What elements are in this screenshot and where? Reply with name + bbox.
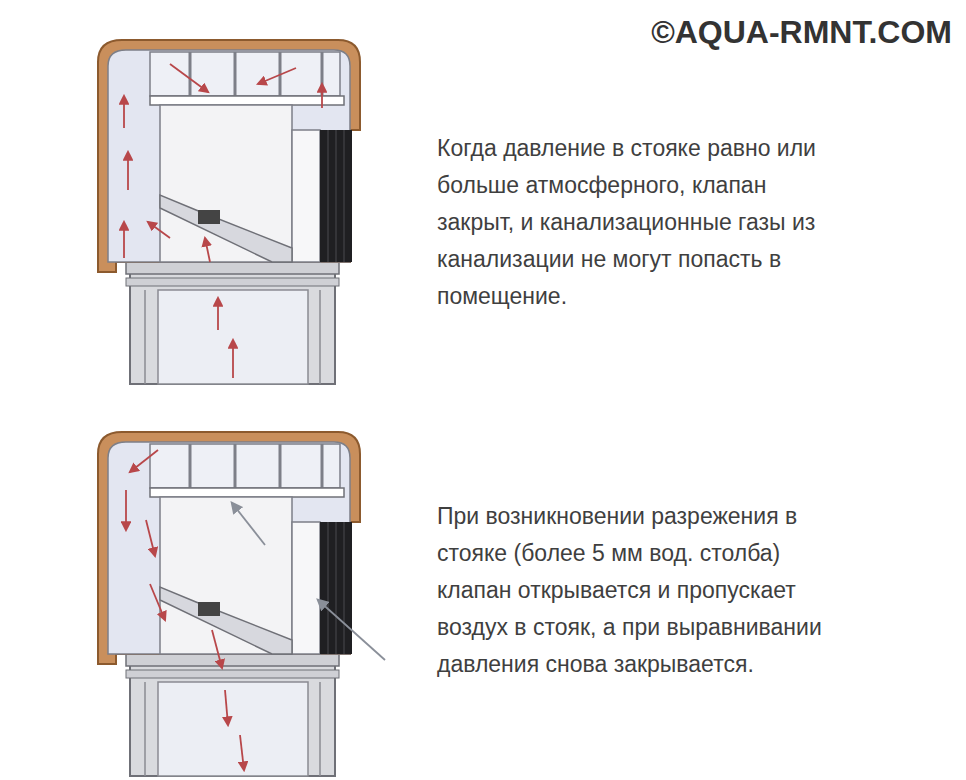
valve-closed: [98, 40, 360, 384]
inflow-arrows: [232, 503, 385, 660]
valve-open: [98, 432, 360, 776]
air-arrows: [126, 450, 244, 770]
note-text: При возникновении разрежения в стояке (б…: [437, 498, 842, 683]
watermark: ©AQUA-RMNT.COM: [586, 14, 952, 51]
note-text: Когда давление в стояке равно или больше…: [437, 130, 842, 315]
gas-arrows: [124, 64, 322, 378]
